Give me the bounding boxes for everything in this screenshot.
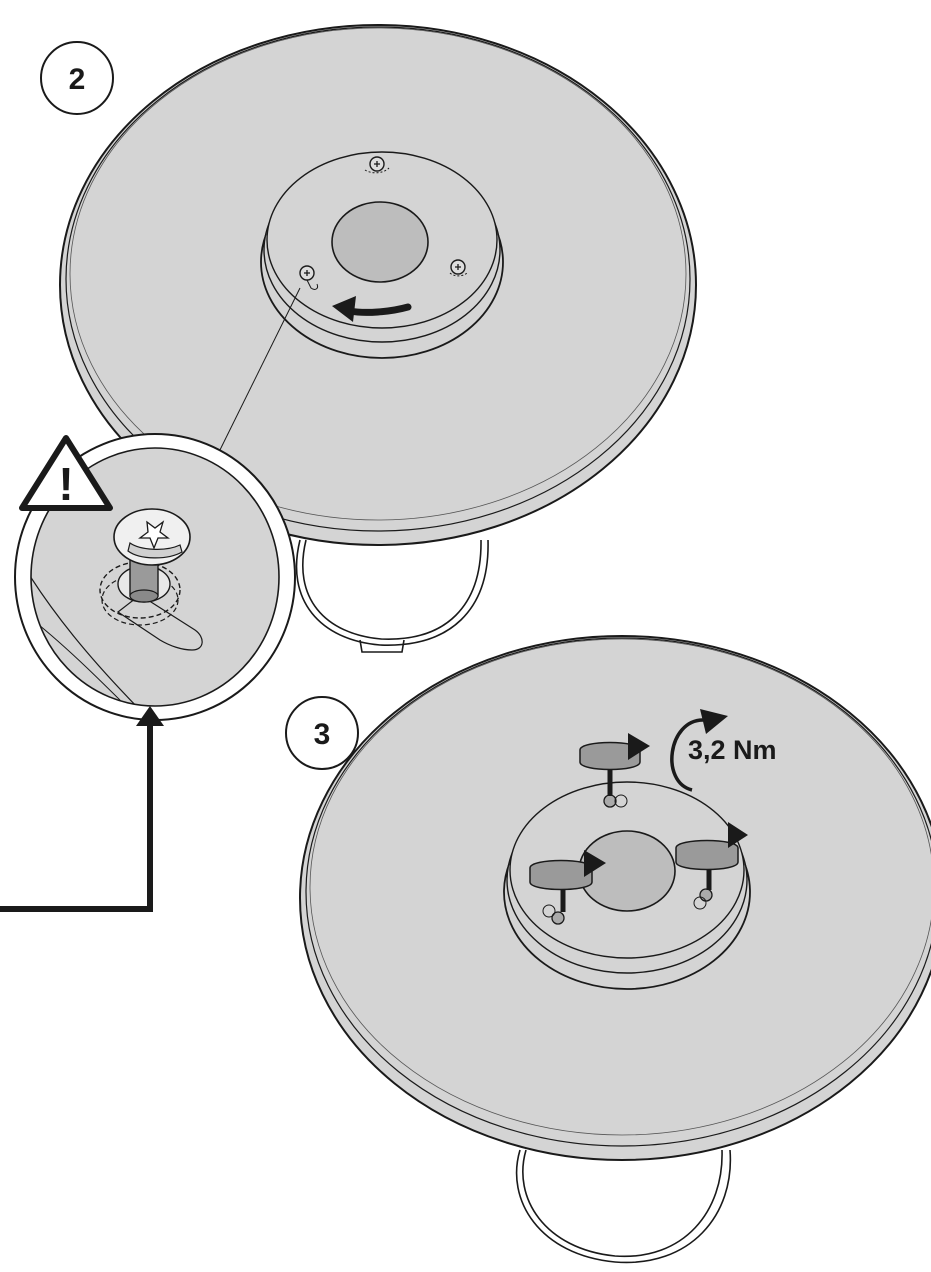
center-hole [331,201,429,283]
step-2-badge: 2 [40,41,114,115]
rotate-arrow-icon [675,822,748,890]
screw-icon [299,265,318,290]
screw-icon [449,259,469,277]
torque-value: 3,2 Nm [688,735,777,765]
rotate-arrow-icon [529,850,606,912]
rotate-arrow-icon [579,733,650,796]
step-2-number: 2 [69,63,86,96]
mounting-ring-step-2 [260,151,504,359]
step-3-badge: 3 [285,696,359,770]
screw-icon [542,904,565,925]
detail-leader-line [215,287,301,459]
table-base-step-3 [515,1149,732,1264]
screw-icon [113,508,191,603]
screw-icon [693,888,713,910]
warning-triangle-icon: ! [19,435,113,511]
step-3-illustration: 3,2 Nm [299,635,931,1264]
step-2-illustration [59,24,697,653]
screw-icon [364,156,390,174]
warning-symbol: ! [58,458,73,510]
torque-arrow-icon [670,709,728,792]
table-base-step-2 [295,539,489,653]
rotate-arrowhead [332,296,356,322]
pointer-arrow-icon [0,706,164,912]
step-3-number: 3 [314,718,331,751]
